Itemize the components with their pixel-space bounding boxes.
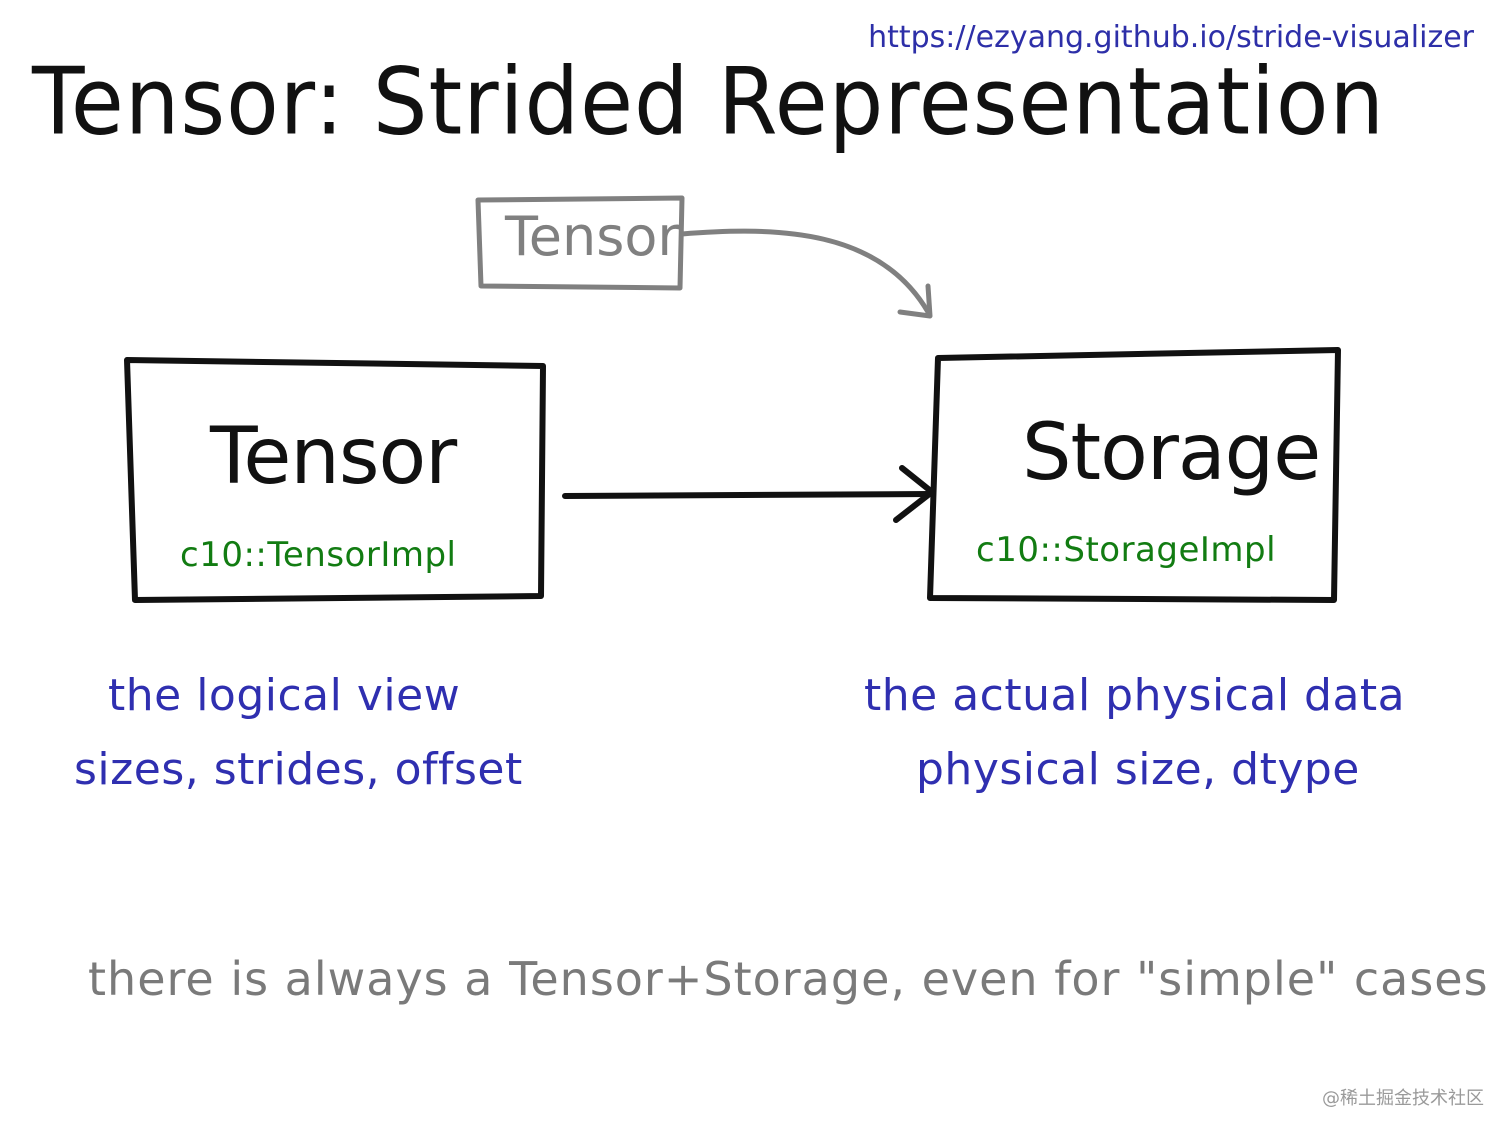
watermark: @稀土掘金技术社区 xyxy=(1322,1088,1484,1109)
page-title: Tensor: Strided Representation xyxy=(32,48,1386,156)
top-tensor-arrowhead xyxy=(897,283,933,319)
tensor-to-storage-arrowhead xyxy=(893,465,935,523)
tensor-box-label: Tensor xyxy=(210,412,457,502)
tensor-impl-label: c10::TensorImpl xyxy=(180,535,457,575)
storage-note-line1: the actual physical data xyxy=(864,670,1406,721)
storage-box xyxy=(927,347,1341,603)
top-tensor-box xyxy=(475,195,685,291)
top-tensor-label: Tensor xyxy=(505,205,680,268)
tensor-note-line1: the logical view xyxy=(108,670,461,721)
tensor-box xyxy=(124,357,546,603)
storage-note-line2: physical size, dtype xyxy=(916,744,1360,795)
top-tensor-arrow xyxy=(679,228,931,315)
storage-box-label: Storage xyxy=(1022,408,1321,498)
tensor-note-line2: sizes, strides, offset xyxy=(74,744,523,795)
tensor-to-storage-arrow xyxy=(562,491,933,499)
footer-note: there is always a Tensor+Storage, even f… xyxy=(88,952,1489,1006)
source-url[interactable]: https://ezyang.github.io/stride-visualiz… xyxy=(868,20,1474,55)
storage-impl-label: c10::StorageImpl xyxy=(976,530,1277,570)
